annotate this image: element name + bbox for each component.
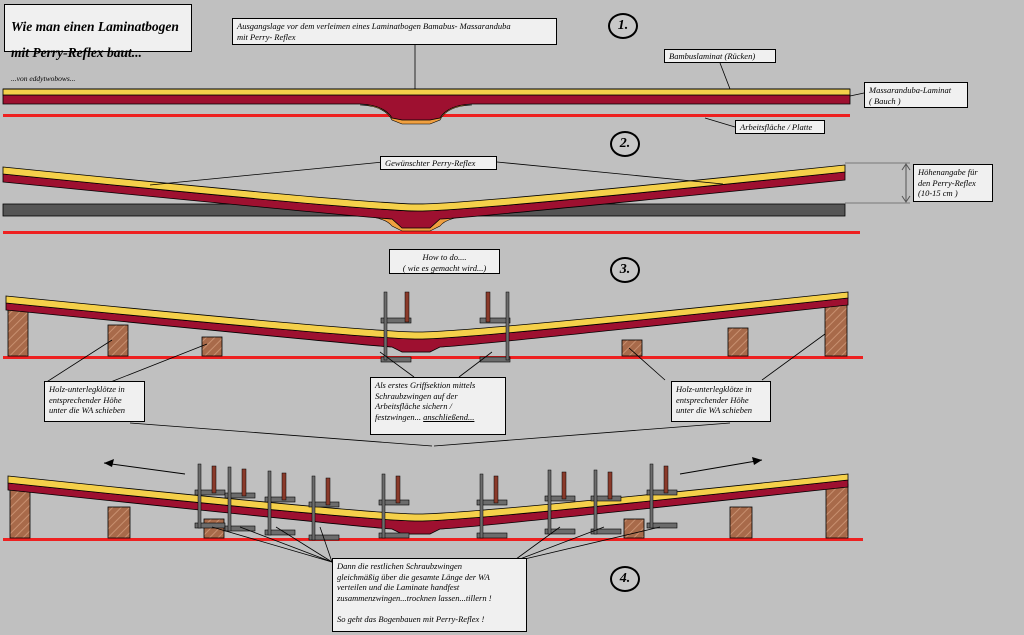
clamp	[646, 463, 678, 529]
label-gewuenschter-reflex: Gewünschter Perry-Reflex	[380, 156, 497, 170]
clamp	[264, 470, 296, 536]
clamp	[479, 291, 511, 363]
wood-block	[824, 303, 848, 357]
clamp	[380, 291, 412, 363]
clamp-jaw-bottom	[224, 525, 256, 532]
clamp-bar	[227, 466, 232, 532]
work-surface-3	[3, 356, 863, 359]
clamp-jaw-bottom	[378, 532, 410, 539]
label-how-to: How to do.... ( wie es gemacht wird...)	[389, 249, 500, 274]
clamp	[476, 473, 508, 539]
clamp-handle	[493, 475, 499, 504]
title-box: Wie man einen Laminatbogen mit Perry-Ref…	[4, 4, 192, 83]
label-griffsektion: Als erstes Griffsektion mittels Schraubz…	[370, 377, 506, 435]
clamp-bar	[381, 473, 386, 539]
clamp-jaw-top	[378, 499, 410, 506]
clamp	[544, 469, 576, 535]
clamp-jaw-top	[476, 499, 508, 506]
bamboo-laminate-4	[7, 473, 849, 522]
clamp-handle	[607, 471, 613, 500]
label-holz-left: Holz-unterlegklötze in entsprechender Hö…	[44, 381, 145, 422]
wood-block	[825, 483, 849, 539]
stage-4	[3, 457, 863, 563]
clamp-jaw-top	[590, 495, 622, 502]
clamp-jaw-top	[264, 496, 296, 503]
bamboo-laminate-3	[5, 291, 849, 340]
clamp	[590, 469, 622, 535]
arrow-right	[679, 459, 763, 475]
clamp-bar	[649, 463, 654, 529]
reflex-line-left	[149, 161, 384, 186]
wood-block	[201, 336, 223, 357]
clamp-jaw-top	[194, 489, 226, 496]
label-restliche-zwingen: Dann die restlichen Schraubzwingen gleic…	[332, 558, 527, 632]
label-griffsektion-underlined: anschließend...	[423, 411, 475, 422]
wood-block	[7, 306, 29, 357]
wood-block	[9, 486, 31, 539]
title-line-2: mit Perry-Reflex baut...	[11, 44, 142, 60]
wood-block	[107, 506, 131, 539]
label-massaranduba: Massaranduba-Laminat ( Bauch )	[864, 82, 968, 108]
label-bambuslaminat: Bambuslaminat (Rücken)	[664, 49, 776, 63]
label-hoehenangabe: Höhenangabe für den Perry-Reflex (10-15 …	[913, 164, 993, 202]
clamp-handle	[281, 472, 287, 501]
clamp-jaw-bottom	[544, 528, 576, 535]
clamp-jaw-bottom	[476, 532, 508, 539]
title-author: ...von eddytwobows...	[11, 73, 76, 83]
clamp-bar	[197, 463, 202, 529]
stage-3	[3, 291, 863, 447]
reflex-line-right	[496, 161, 724, 185]
wood-block	[621, 339, 643, 357]
clamp-bar	[479, 473, 484, 539]
clamp-jaw-bottom	[590, 528, 622, 535]
wood-block	[107, 324, 129, 357]
clamp-handle	[561, 471, 567, 500]
step-2-marker: 2.	[610, 131, 640, 157]
clamp-jaw-top	[308, 501, 340, 508]
clamp	[378, 473, 410, 539]
title-line-1: Wie man einen Laminatbogen	[11, 18, 179, 34]
wood-block	[623, 518, 645, 539]
clamp-handle	[395, 475, 401, 504]
clamp-handle	[241, 468, 247, 497]
label-ausgangslage: Ausgangslage vor dem verleimen eines Lam…	[232, 18, 557, 45]
wood-block	[727, 327, 749, 357]
step-1-marker: 1.	[608, 13, 638, 39]
clamp-jaw-top	[646, 489, 678, 496]
bamboo-laminate-2	[2, 164, 846, 212]
limb-belly-1	[2, 94, 851, 121]
work-surface-4	[3, 538, 863, 541]
clamp-handle	[211, 465, 217, 494]
label-griffsektion-text: Als erstes Griffsektion mittels Schraubz…	[375, 380, 476, 422]
clamp	[224, 466, 256, 532]
stage-1	[2, 88, 851, 125]
step-4-marker: 4.	[610, 566, 640, 592]
clamp-handle	[663, 465, 669, 494]
label-holz-right: Holz-unterlegklötze in entsprechender Hö…	[671, 381, 771, 422]
clamp-jaw-bottom	[264, 529, 296, 536]
wood-block	[203, 518, 225, 539]
clamp-jaw-bottom	[646, 522, 678, 529]
clamp-group	[194, 463, 678, 541]
stage-2	[2, 161, 911, 234]
clamp-bar	[311, 475, 316, 541]
label-arbeitsflaeche: Arbeitsfläche / Platte	[735, 120, 825, 134]
clamp	[194, 463, 226, 529]
clamp-bar	[547, 469, 552, 535]
clamp-jaw-top	[544, 495, 576, 502]
arrow-left	[103, 462, 186, 475]
clamp-jaw-top	[224, 492, 256, 499]
clamp-bar	[267, 470, 272, 536]
clamp-jaw-bottom	[194, 522, 226, 529]
wood-block	[729, 506, 753, 539]
work-surface-2	[3, 231, 860, 234]
clamp-handle	[325, 477, 331, 506]
clamp-bar	[593, 469, 598, 535]
step-3-marker: 3.	[610, 257, 640, 283]
